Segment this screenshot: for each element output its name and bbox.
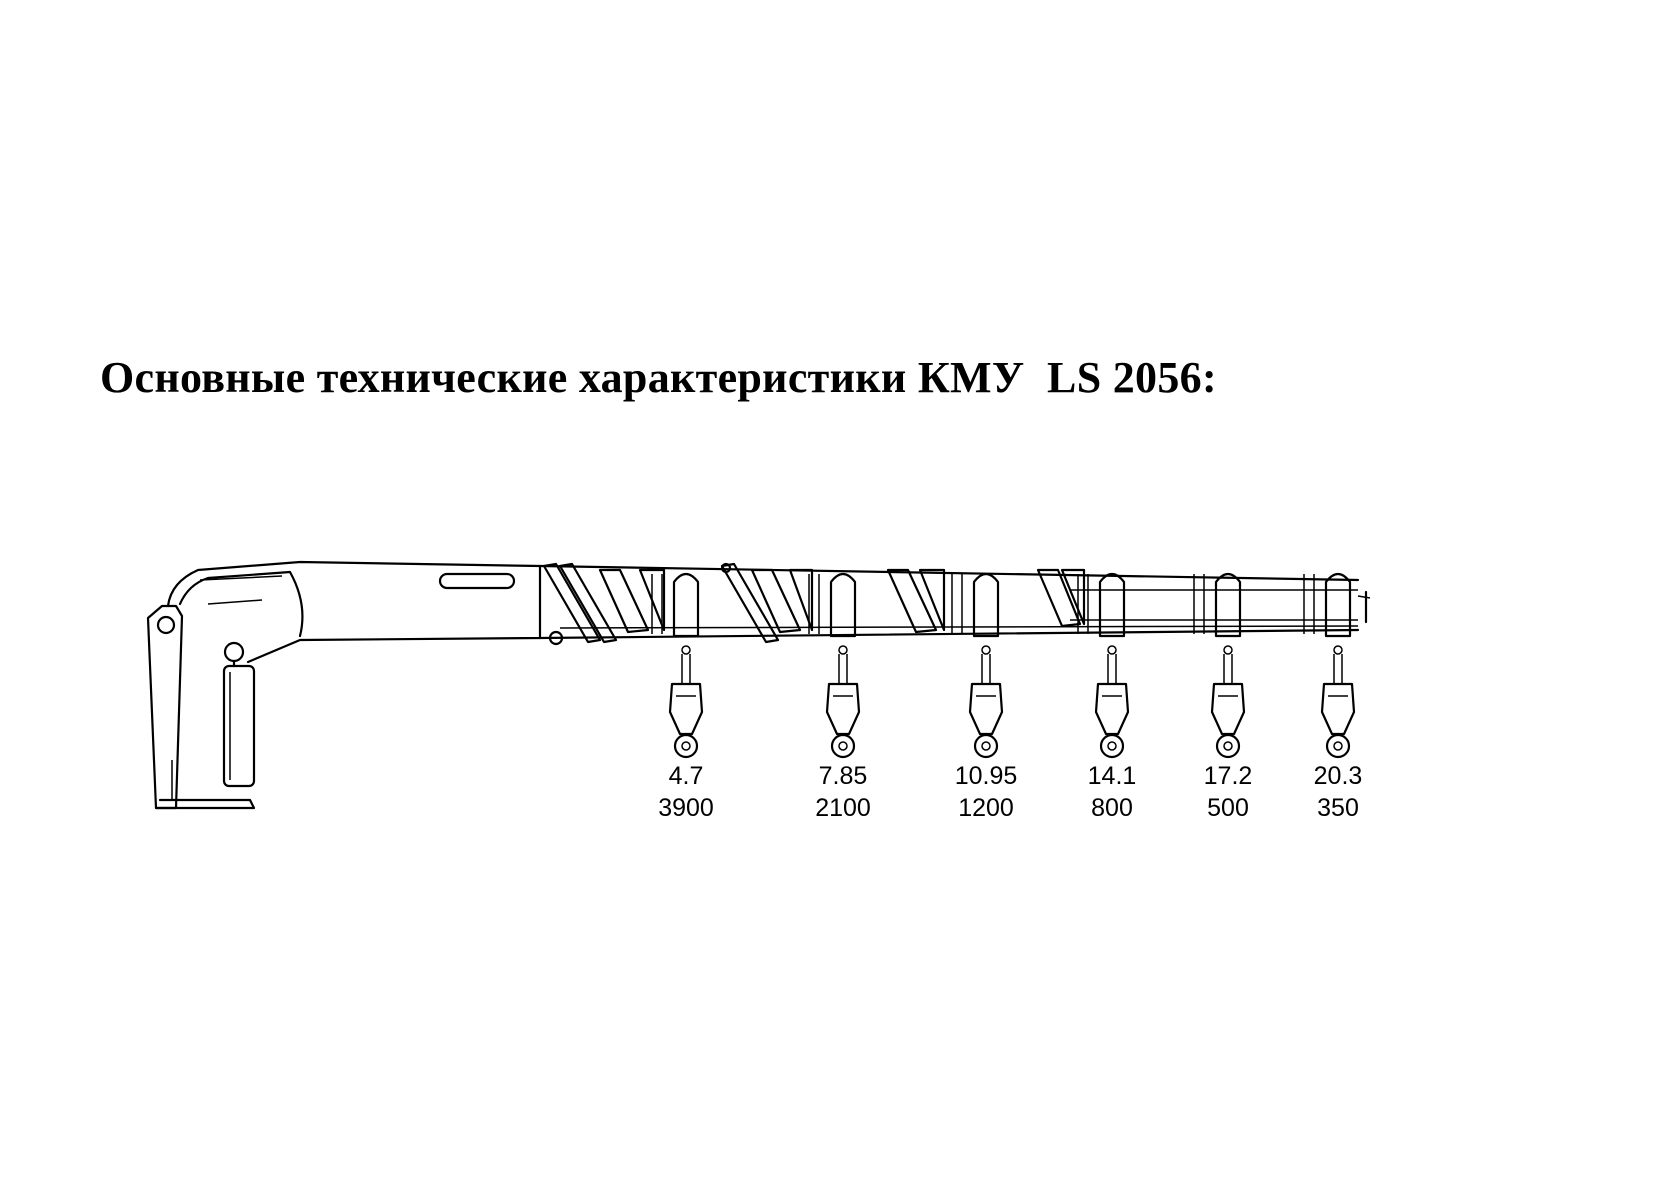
crane-column: [146, 604, 256, 810]
hook-load-label: 800: [1091, 794, 1133, 822]
hook-load-label: 500: [1207, 794, 1249, 822]
page-title: Основные технические характеристики КМУ …: [100, 353, 1217, 402]
hook-reach-label: 14.1: [1088, 762, 1137, 790]
hook-load-label: 350: [1317, 794, 1359, 822]
main-boom: [166, 560, 564, 664]
hook-block: [951, 572, 1004, 759]
telescopic-sections: [538, 562, 1371, 644]
hook-block: [1193, 572, 1246, 759]
hook-block: [1303, 572, 1356, 759]
hook-reach-label: 10.95: [955, 762, 1018, 790]
hook-load-label: 1200: [958, 794, 1014, 822]
hook-reach-label: 4.7: [669, 762, 704, 790]
hook-load-label: 2100: [815, 794, 871, 822]
hook-reach-label: 7.85: [819, 762, 868, 790]
lift-cylinder: [222, 641, 256, 788]
hook-blocks: 4.7 3900 7.85 2100 10.95 1200 14.1 800 17.2 500 20…: [651, 572, 1363, 822]
hook-reach-label: 17.2: [1204, 762, 1253, 790]
hook-block: [651, 572, 704, 759]
hook-reach-label: 20.3: [1314, 762, 1363, 790]
hook-block: [808, 572, 861, 759]
hook-block: [1077, 572, 1130, 759]
hook-load-label: 3900: [658, 794, 714, 822]
